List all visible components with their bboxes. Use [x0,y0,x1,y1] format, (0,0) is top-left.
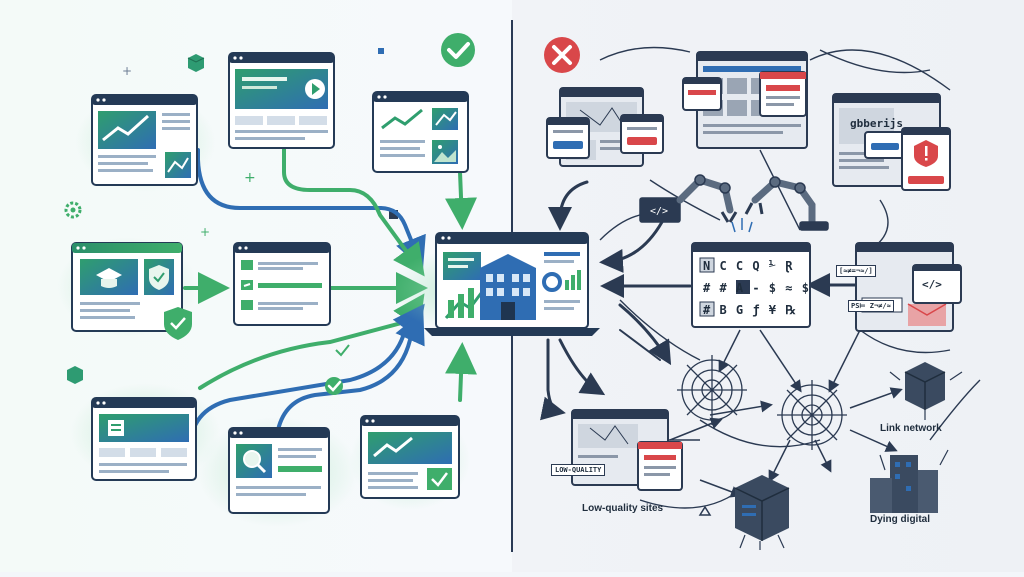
gibberish-title: gbberijs [850,117,903,130]
decorative-triangle [698,505,712,516]
popup-ad-window [637,441,683,491]
robot-arm-icon [744,176,829,231]
code-strip-line-2: PS⊨ Z¬≠/≈ [848,300,894,312]
quality-site-window-links [233,242,331,326]
quality-site-window-education [71,242,183,332]
code-strip-line-1: [≈≠=¬≈/] [836,265,876,277]
gear-icon [64,201,82,219]
gibberish-row-3: # B G ƒ ¥ ℞ [703,303,798,317]
search-icon [243,450,267,474]
popup-ad-window [759,71,807,117]
warning-popup [901,127,951,191]
spider-web-icon [777,380,847,450]
quality-site-window-search [228,427,330,514]
popup-ad-window [620,114,664,154]
low-quality-stamp: LOW-QUALITY [551,464,606,476]
cross-icon [544,37,580,73]
decorative-cube-icon [67,366,83,384]
link-icon [243,283,251,287]
check-icon [441,33,475,67]
spider-web-icon [677,355,747,425]
dying-digital-buildings [870,449,949,513]
gibberish-row-1: N C C Q ⅟ Ɽ [703,259,794,273]
target-website-laptop [424,232,600,336]
warning-icon [914,140,938,167]
code-icon: </> [922,278,942,291]
server-icon [734,475,790,550]
low-quality-sites-label: Low-quality sites [582,503,664,514]
decorative-check [335,344,350,357]
gibberish-row-2: # # A - $ ≈ $ [703,281,810,295]
quality-site-window-video [228,52,335,149]
quality-site-window-document [91,397,197,481]
decorative-cube-icon [187,54,205,72]
quality-site-window-verified [360,415,460,499]
shield-icon [164,307,192,340]
link-network-label: Link network [880,423,942,434]
gibberish-content-panel [691,242,811,328]
decorative-square [389,210,398,219]
popup-ad-window [864,131,906,159]
quality-site-window-trend [372,91,469,173]
spark-lines [731,218,753,233]
decorative-plus: + [122,64,132,78]
dying-digital-label: Dying digital [870,514,930,525]
popup-ad-window [682,77,722,111]
code-popup [912,264,962,304]
inbound-link-arrows-bad [539,180,862,421]
decorative-plus: + [244,170,256,186]
popup-ad-window [546,117,590,159]
building-icon [480,254,536,320]
inbound-link-arrows-good [183,146,478,452]
decorative-plus: + [200,225,210,239]
server-icon [889,362,963,420]
quality-site-window-analytics [91,94,198,186]
robot-arm-icon: </> [639,174,738,223]
graduation-cap-icon [96,268,122,288]
svg-text:</>: </> [650,206,668,217]
check-icon [325,377,343,395]
network-arrows [610,329,903,498]
play-icon [305,79,325,99]
decorative-square [378,48,384,54]
